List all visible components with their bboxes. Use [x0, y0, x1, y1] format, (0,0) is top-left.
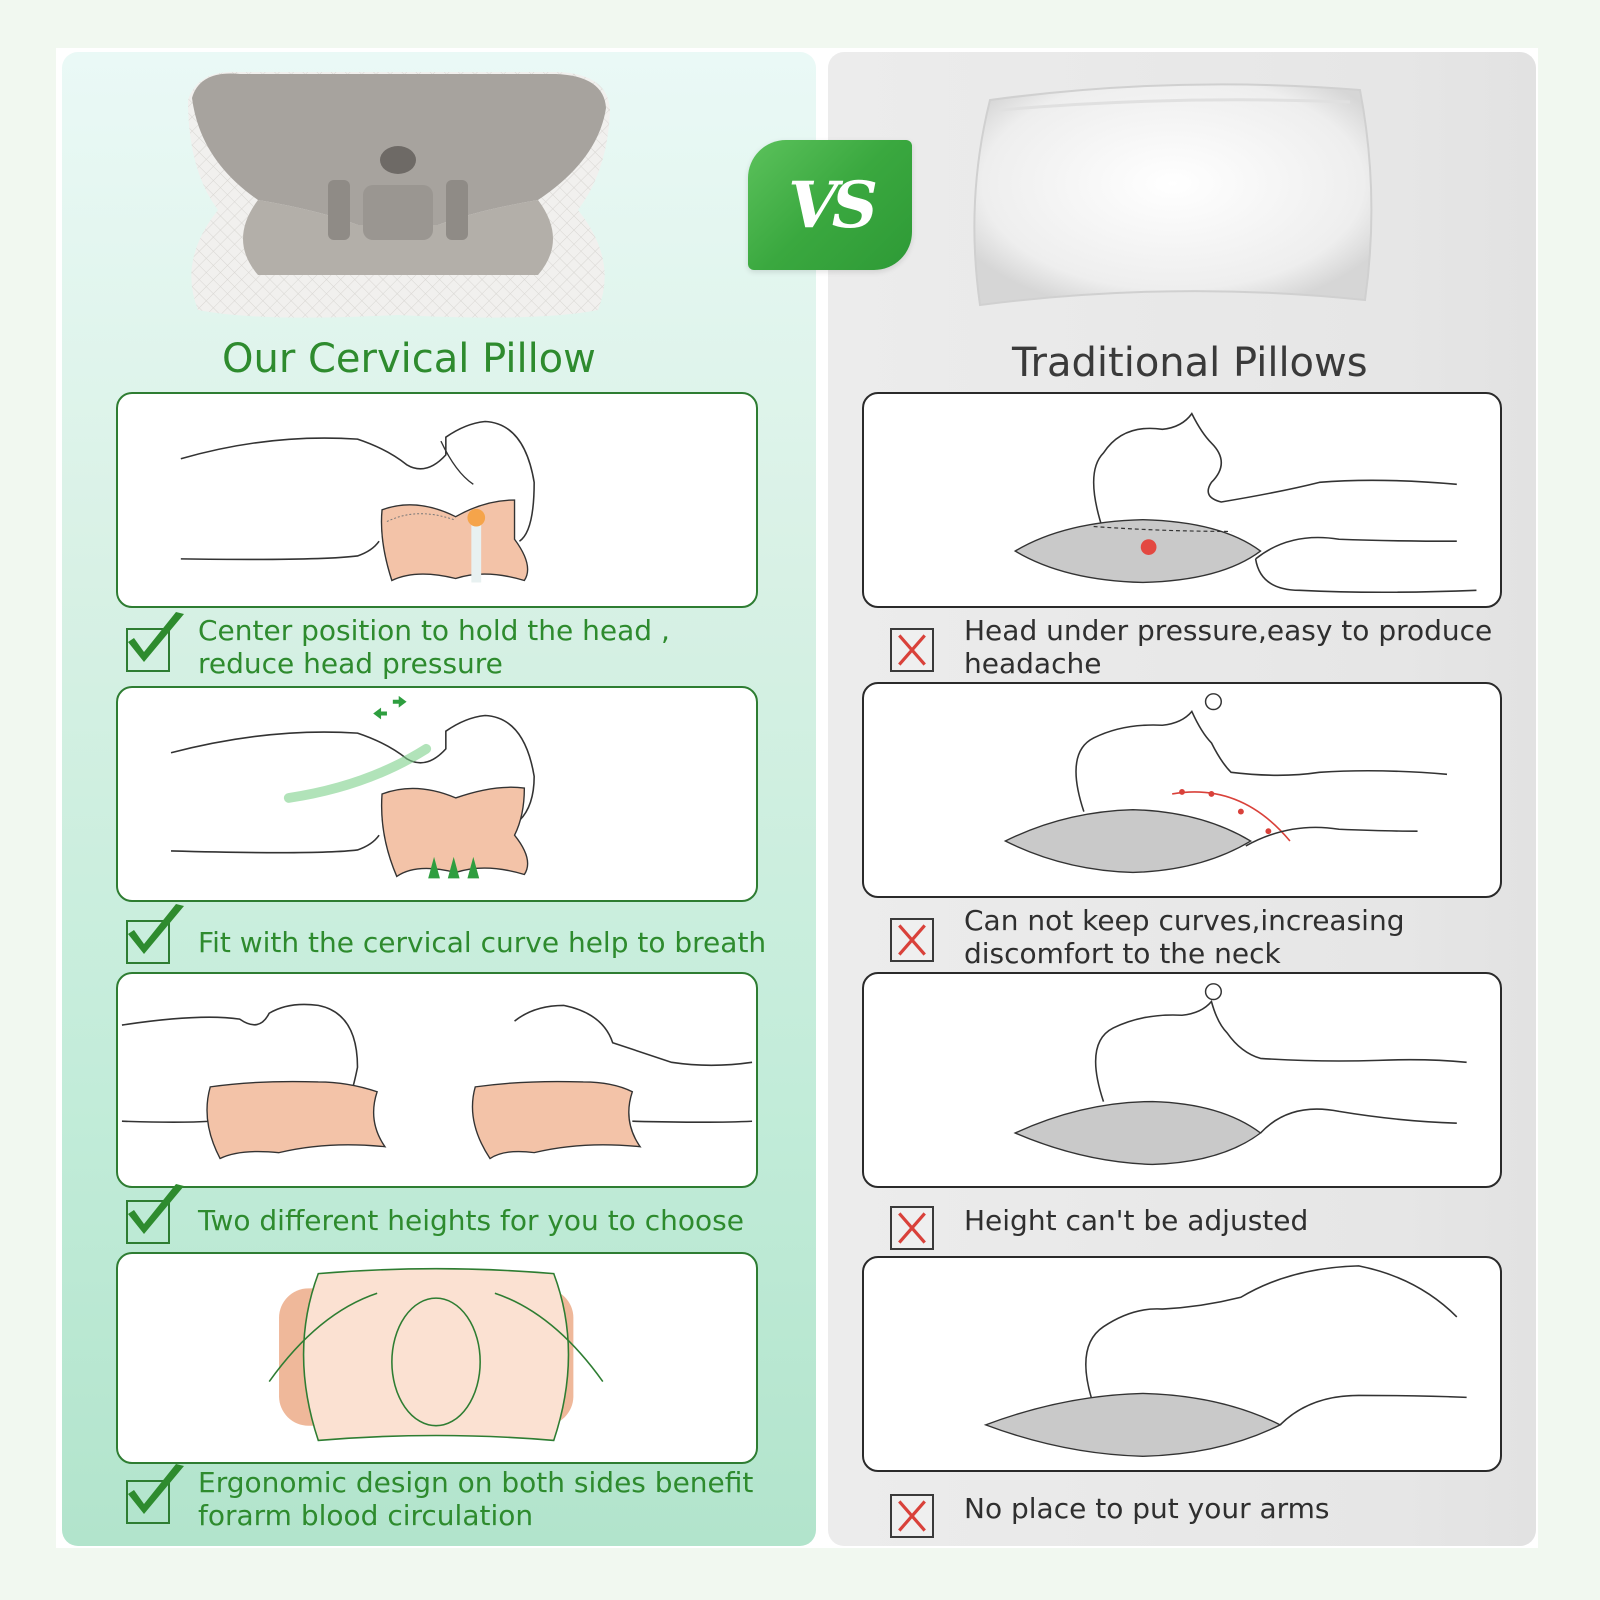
- traditional-pillow-product-image: [970, 80, 1380, 310]
- checkbox-2: [126, 904, 184, 964]
- traditional-pillow-title: Traditional Pillows: [1012, 340, 1368, 386]
- drawback-illustration-1: [862, 392, 1502, 608]
- feature-caption-2: Fit with the cervical curve help to brea…: [198, 926, 766, 959]
- checkmark-icon: [128, 1184, 184, 1234]
- x-mark-icon: [898, 924, 926, 956]
- checkbox-3: [126, 1184, 184, 1244]
- feature-caption-4-line1: Ergonomic design on both sides benefit: [198, 1466, 754, 1499]
- drawback-caption-4-line1: No place to put your arms: [964, 1492, 1330, 1525]
- feature-caption-3: Two different heights for you to choose: [198, 1204, 744, 1237]
- feature-illustration-4: [116, 1252, 758, 1464]
- drawback-illustration-3: [862, 972, 1502, 1188]
- checkbox-4: [126, 1464, 184, 1524]
- feature-illustration-2: [116, 686, 758, 902]
- xbox-2: [890, 918, 934, 962]
- drawback-caption-3: Height can't be adjusted: [964, 1204, 1308, 1237]
- drawback-caption-2-line1: Can not keep curves,increasing: [964, 904, 1405, 937]
- x-mark-icon: [898, 634, 926, 666]
- vs-badge: VS: [748, 140, 912, 270]
- drawback-caption-3-line1: Height can't be adjusted: [964, 1204, 1309, 1237]
- drawback-caption-4: No place to put your arms: [964, 1492, 1330, 1525]
- feature-caption-3-line1: Two different heights for you to choose: [198, 1204, 744, 1237]
- cervical-pillow-product-image: [178, 60, 618, 322]
- drawback-caption-1-line2: headache: [964, 647, 1102, 680]
- checkbox-1: [126, 612, 184, 672]
- xbox-1: [890, 628, 934, 672]
- feature-caption-2-line1: Fit with the cervical curve help to brea…: [198, 926, 767, 959]
- checkmark-icon: [128, 904, 184, 954]
- drawback-illustration-2: [862, 682, 1502, 898]
- xbox-4: [890, 1494, 934, 1538]
- feature-caption-4: Ergonomic design on both sides benefit f…: [198, 1466, 753, 1532]
- feature-illustration-3: [116, 972, 758, 1188]
- x-mark-icon: [898, 1212, 926, 1244]
- feature-caption-1-line2: reduce head pressure: [198, 647, 503, 680]
- drawback-caption-1-line1: Head under pressure,easy to produce: [964, 614, 1493, 647]
- xbox-3: [890, 1206, 934, 1250]
- x-mark-icon: [898, 1500, 926, 1532]
- drawback-caption-2: Can not keep curves,increasing discomfor…: [964, 904, 1404, 970]
- vs-label: VS: [788, 167, 878, 243]
- drawback-caption-1: Head under pressure,easy to produce head…: [964, 614, 1492, 680]
- feature-caption-1-line1: Center position to hold the head ,: [198, 614, 670, 647]
- drawback-caption-2-line2: discomfort to the neck: [964, 937, 1281, 970]
- feature-illustration-1: [116, 392, 758, 608]
- checkmark-icon: [128, 612, 184, 662]
- drawback-illustration-4: [862, 1256, 1502, 1472]
- cervical-pillow-title: Our Cervical Pillow: [222, 336, 596, 382]
- checkmark-icon: [128, 1464, 184, 1514]
- feature-caption-4-line2: forarm blood circulation: [198, 1499, 534, 1532]
- feature-caption-1: Center position to hold the head , reduc…: [198, 614, 670, 680]
